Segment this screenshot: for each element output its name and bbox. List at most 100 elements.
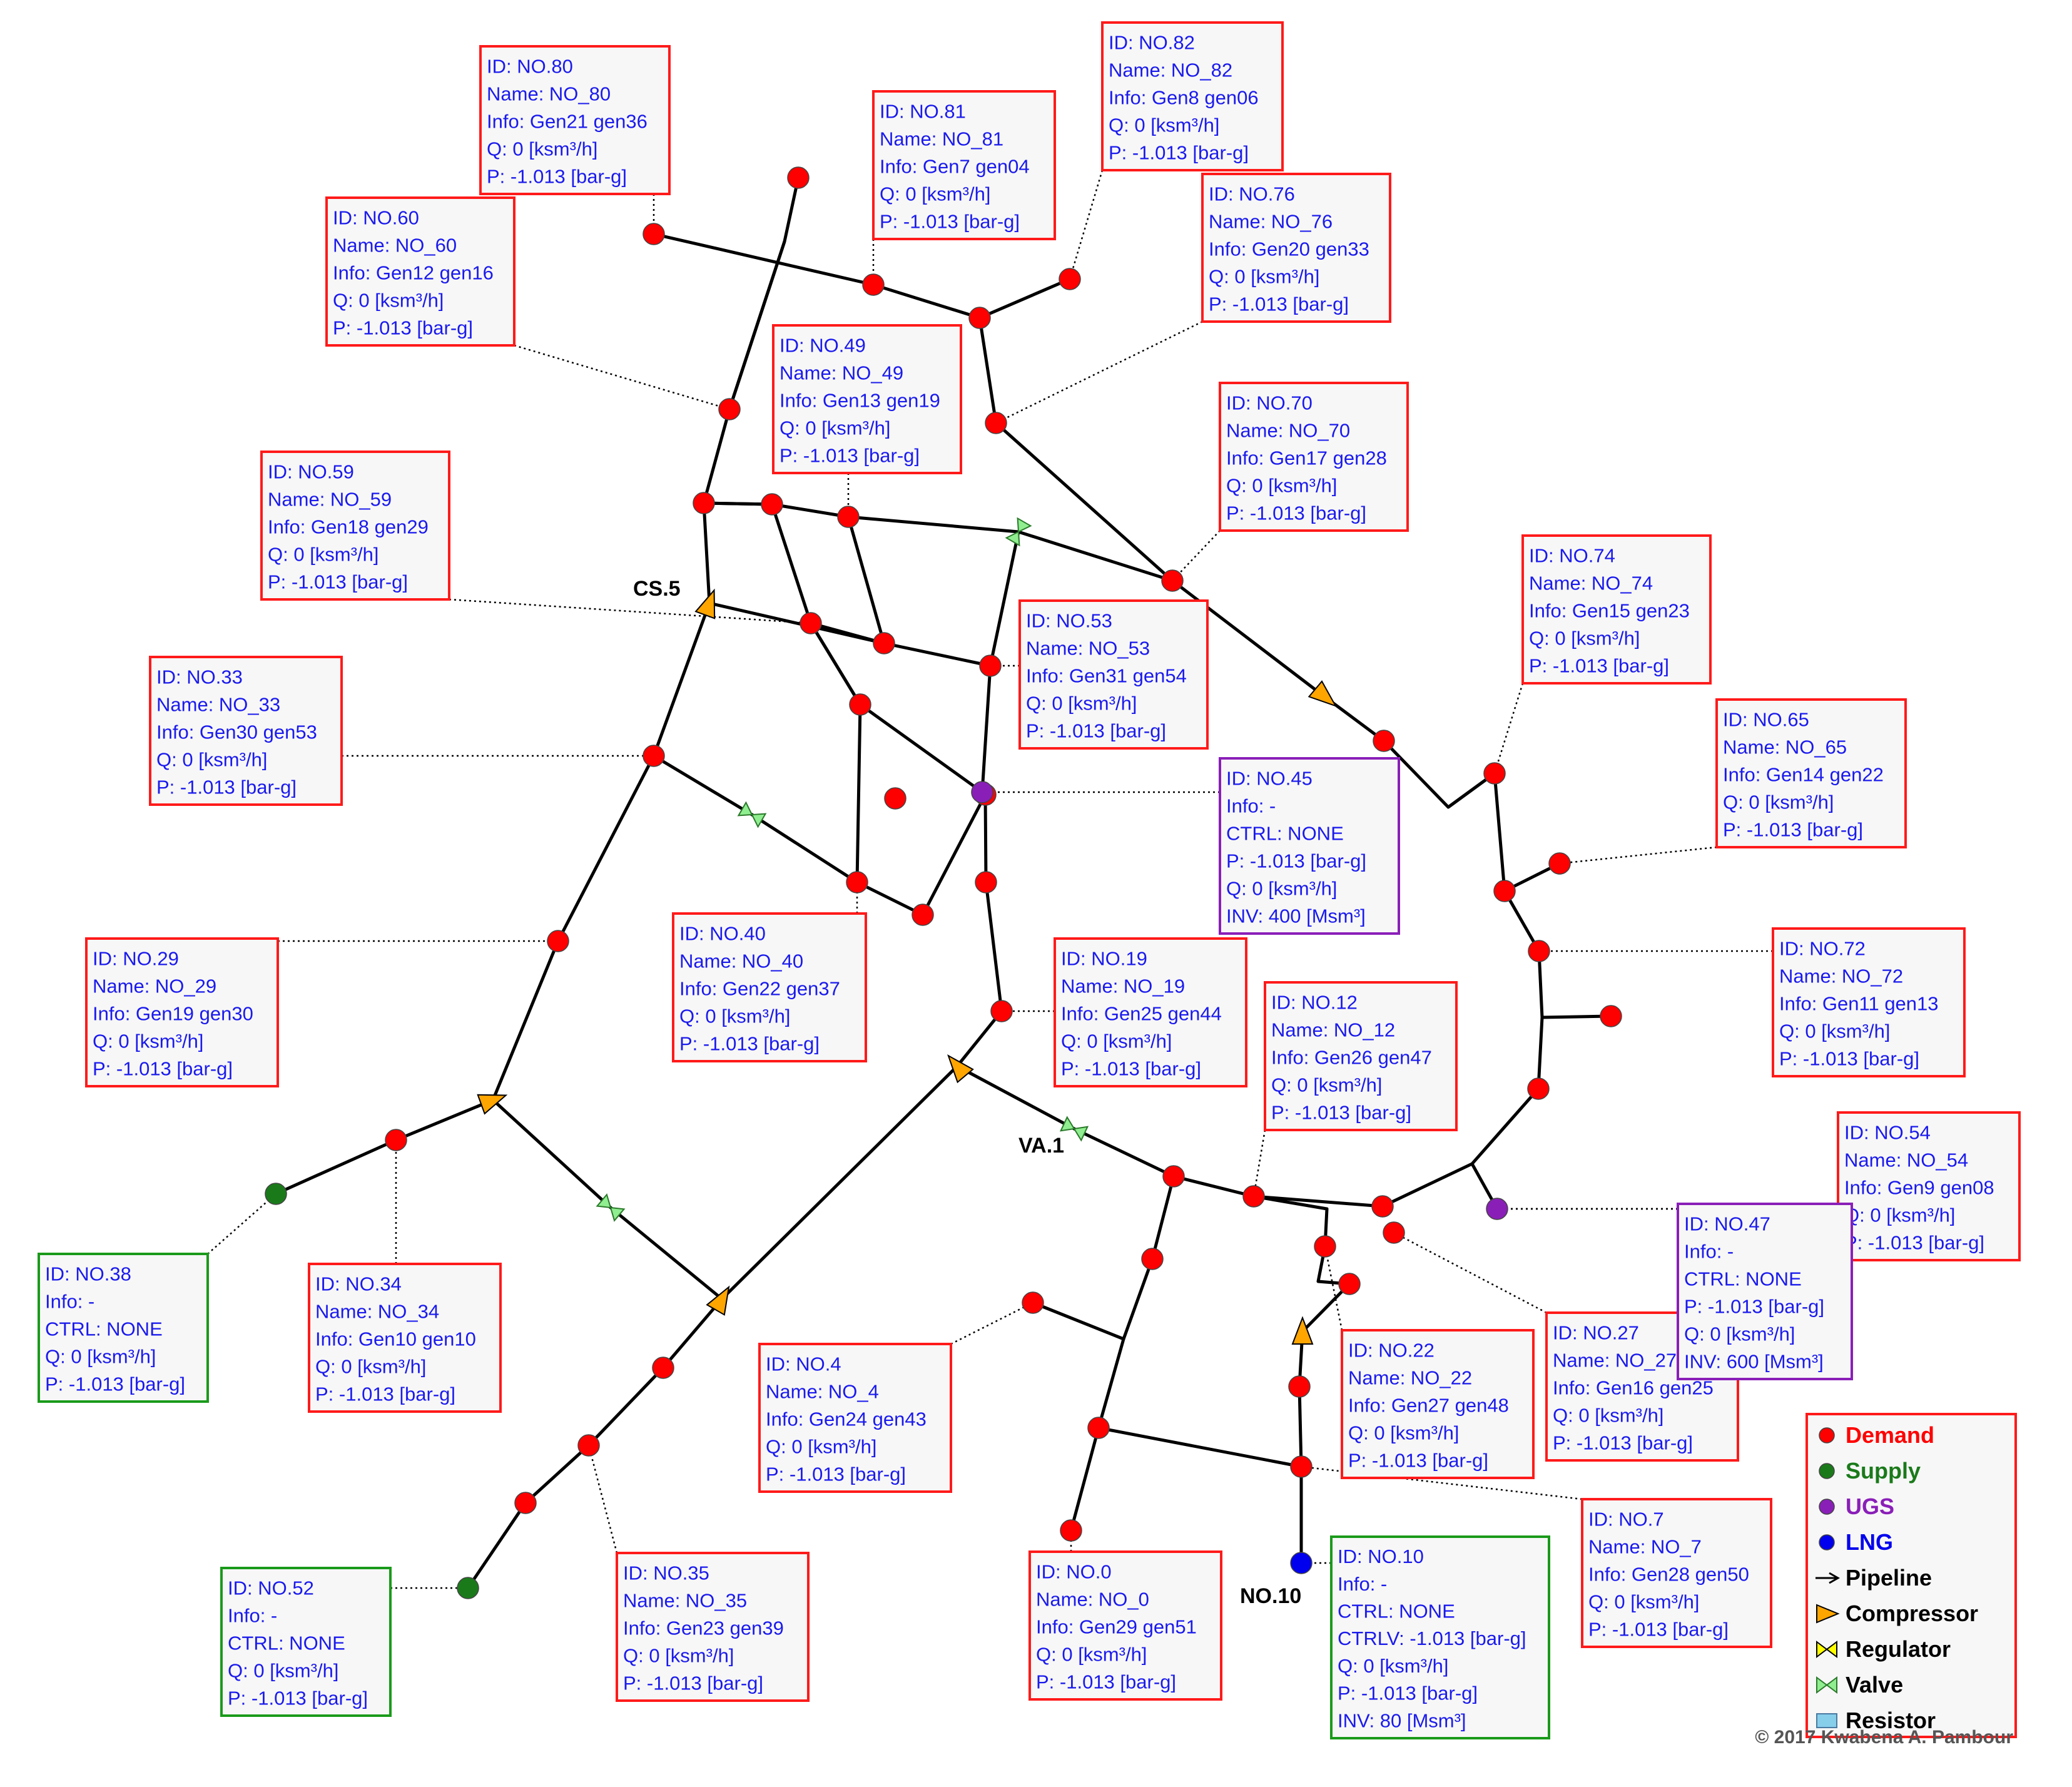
- info-box-line: Q: 0 [ksm³/h]: [1684, 1323, 1795, 1345]
- demand-node[interactable]: [1059, 268, 1081, 290]
- demand-node[interactable]: [985, 412, 1007, 434]
- info-box-frame: [38, 1253, 209, 1403]
- info-box-line: Q: 0 [ksm³/h]: [1271, 1074, 1382, 1096]
- demand-node[interactable]: [1141, 1248, 1164, 1270]
- demand-node[interactable]: [761, 493, 783, 516]
- demand-node[interactable]: [1087, 1417, 1110, 1439]
- demand-node[interactable]: [975, 871, 997, 894]
- node-labels: CS.5 VA.1 NO.10: [633, 577, 1301, 1608]
- info-box-frame: [220, 1567, 392, 1717]
- compressor-icon: [1308, 680, 1338, 707]
- demand-node[interactable]: [514, 1492, 537, 1514]
- supply-node[interactable]: [265, 1183, 287, 1205]
- demand-node[interactable]: [849, 693, 871, 716]
- demand-node[interactable]: [1288, 1375, 1311, 1398]
- demand-node[interactable]: [1493, 880, 1516, 902]
- demand-node[interactable]: [1290, 1455, 1313, 1478]
- demand-node[interactable]: [1527, 1077, 1550, 1100]
- info-box-line: Q: 0 [ksm³/h]: [1844, 1204, 1955, 1226]
- demand-node[interactable]: [1373, 730, 1395, 752]
- demand-node[interactable]: [1060, 1519, 1082, 1542]
- info-box-line: P: -1.013 [bar-g]: [1209, 293, 1349, 315]
- valve-icon: [596, 1193, 626, 1222]
- demand-node[interactable]: [547, 930, 569, 952]
- demand-node[interactable]: [1600, 1005, 1622, 1027]
- demand-node[interactable]: [385, 1129, 407, 1151]
- demand-node[interactable]: [884, 787, 906, 810]
- demand-node[interactable]: [1162, 1165, 1185, 1188]
- demand-node[interactable]: [1483, 762, 1506, 785]
- demand-node[interactable]: [912, 904, 934, 926]
- demand-node[interactable]: [873, 632, 895, 654]
- demand-node[interactable]: [1314, 1235, 1336, 1258]
- demand-node[interactable]: [1022, 1291, 1044, 1314]
- leader-line: [1493, 683, 1524, 774]
- demand-node[interactable]: [1528, 940, 1550, 962]
- demand-node[interactable]: [642, 745, 665, 767]
- info-box-line: ID: NO.22: [1348, 1339, 1435, 1361]
- info-box-line: Name: NO_70: [1226, 419, 1350, 441]
- info-box-frame: [1028, 1550, 1222, 1701]
- info-box-line: Name: NO_19: [1061, 975, 1185, 997]
- demand-node[interactable]: [787, 166, 810, 189]
- demand-node[interactable]: [577, 1434, 600, 1457]
- info-box-line: Info: Gen20 gen33: [1209, 238, 1369, 260]
- demand-node[interactable]: [718, 398, 741, 420]
- demand-node[interactable]: [1371, 1195, 1394, 1218]
- demand-node[interactable]: [642, 223, 665, 245]
- info-box-line: ID: NO.29: [93, 947, 179, 969]
- demand-node[interactable]: [1161, 569, 1184, 592]
- ugs-node[interactable]: [1486, 1198, 1508, 1220]
- info-box-line: Info: Gen26 gen47: [1271, 1046, 1432, 1068]
- info-box-line: P: -1.013 [bar-g]: [228, 1687, 368, 1709]
- demand-node[interactable]: [968, 307, 991, 329]
- demand-node[interactable]: [862, 273, 885, 296]
- info-box-line: CTRL: NONE: [1226, 822, 1344, 844]
- lng-node[interactable]: [1290, 1552, 1313, 1574]
- info-box-line: Q: 0 [ksm³/h]: [156, 748, 267, 770]
- supply-node[interactable]: [457, 1577, 479, 1599]
- demand-node[interactable]: [990, 1000, 1013, 1022]
- ugs-node[interactable]: [971, 781, 993, 803]
- demand-node[interactable]: [846, 871, 868, 894]
- demand-node[interactable]: [1383, 1221, 1405, 1244]
- demand-node[interactable]: [1338, 1273, 1361, 1295]
- demand-node[interactable]: [837, 506, 860, 528]
- demand-node[interactable]: [693, 492, 715, 514]
- demand-node[interactable]: [800, 612, 822, 634]
- demand-node[interactable]: [1548, 852, 1571, 875]
- demand-node[interactable]: [979, 654, 1002, 677]
- demand-node[interactable]: [652, 1357, 674, 1379]
- demand-node[interactable]: [1242, 1185, 1265, 1208]
